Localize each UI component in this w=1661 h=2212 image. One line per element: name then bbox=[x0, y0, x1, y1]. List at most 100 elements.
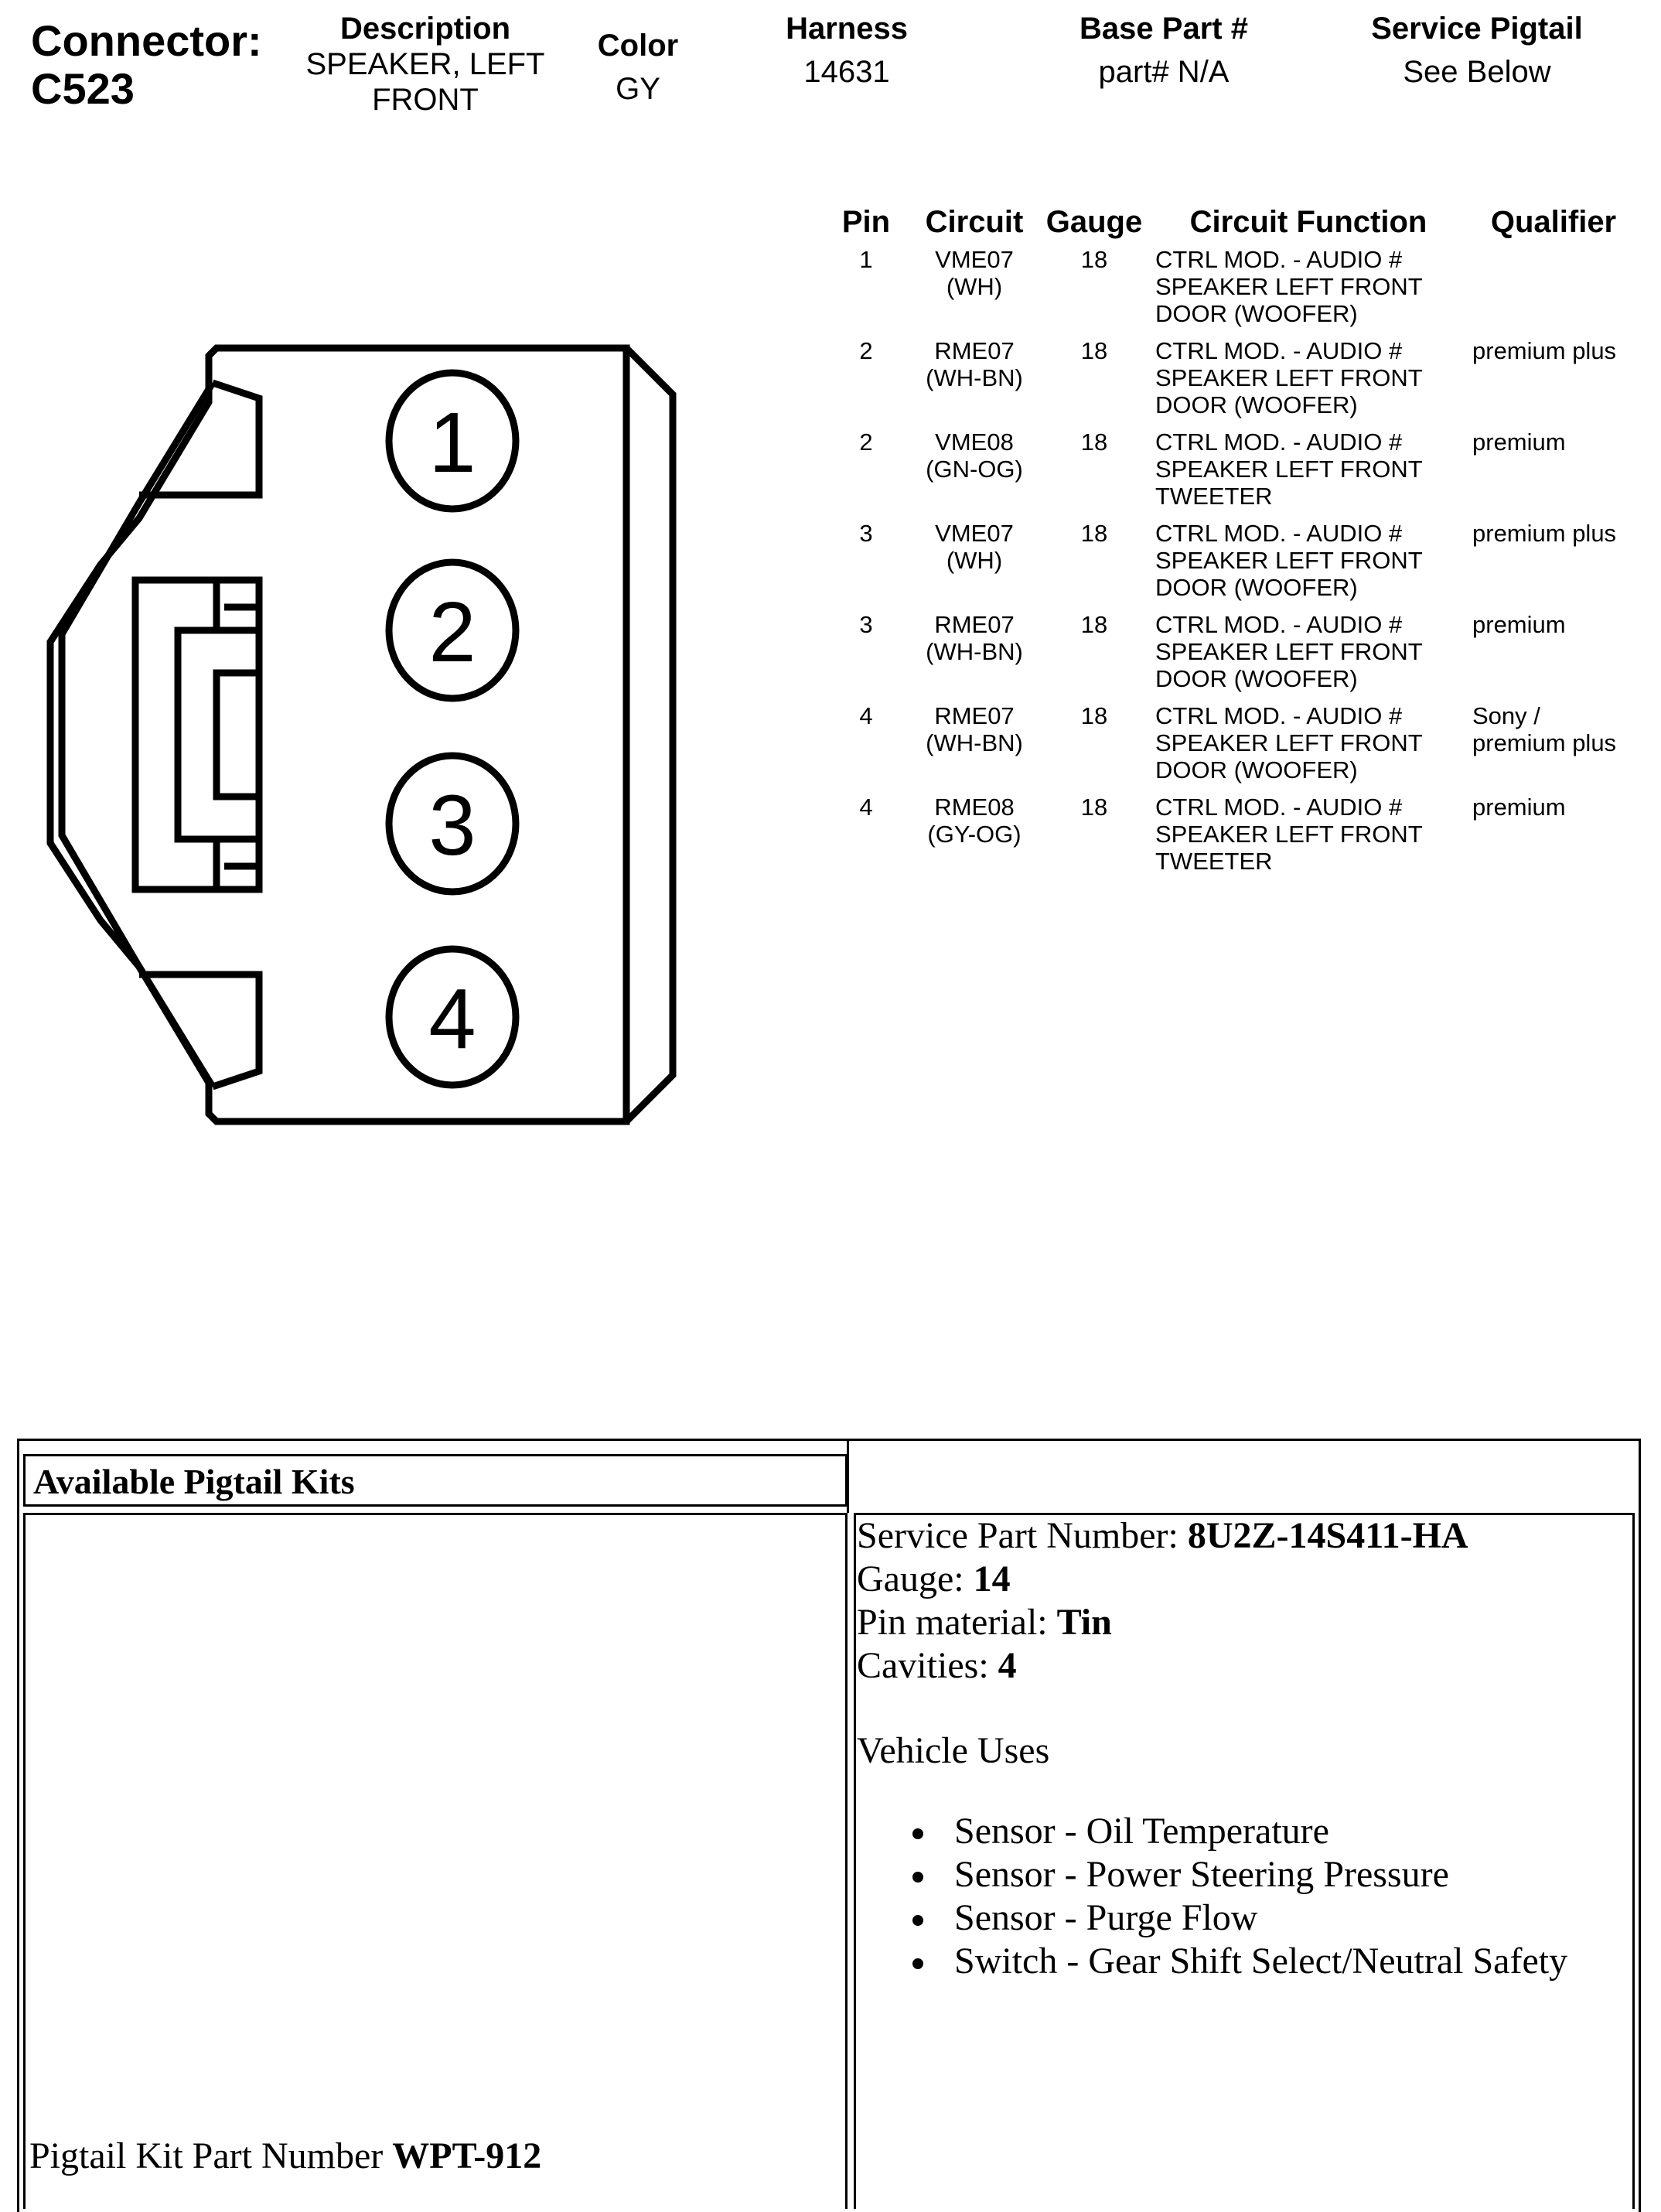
function-line: DOOR (WOOFER) bbox=[1155, 391, 1358, 418]
function-line: CTRL MOD. - AUDIO # bbox=[1155, 246, 1403, 273]
circuit-cell: RME07(WH-BN) bbox=[905, 611, 1044, 702]
color-column: Color GY bbox=[572, 28, 704, 107]
column-header-circuit: Circuit bbox=[925, 205, 1024, 239]
vehicle-use-text: Sensor - Oil Temperature bbox=[954, 1811, 1329, 1852]
pin-number: 3 bbox=[859, 611, 873, 638]
circuit-color: (WH-BN) bbox=[926, 729, 1023, 756]
table-row: 3 RME07(WH-BN) 18 CTRL MOD. - AUDIO #SPE… bbox=[827, 611, 1635, 702]
vehicle-use-text: Sensor - Power Steering Pressure bbox=[954, 1854, 1449, 1895]
pigtail-kits-section bbox=[17, 1439, 1641, 2212]
color-heading: Color bbox=[597, 29, 679, 63]
qualifier-line: premium bbox=[1472, 611, 1566, 638]
gauge-cell: 18 bbox=[1080, 520, 1108, 547]
connector-label: Connector: bbox=[31, 16, 262, 65]
connector-title: Connector: C523 bbox=[31, 17, 262, 113]
cavity-3 bbox=[385, 752, 520, 896]
function-line: DOOR (WOOFER) bbox=[1155, 665, 1358, 692]
base-part-value: part# N/A bbox=[1098, 55, 1230, 89]
base-part-column: Base Part # part# N/A bbox=[1044, 11, 1284, 90]
connector-header: Connector: C523 Description SPEAKER, LEF… bbox=[0, 0, 1661, 147]
pin-number: 2 bbox=[859, 337, 873, 364]
service-pigtail-value: See Below bbox=[1403, 55, 1551, 89]
qualifier-line: premium plus bbox=[1472, 337, 1617, 364]
lower-latch bbox=[136, 964, 263, 1091]
list-item: Sensor - Purge Flow bbox=[912, 1896, 1567, 1940]
pin-number: 2 bbox=[859, 428, 873, 456]
circuit-color: (GN-OG) bbox=[926, 456, 1023, 483]
qualifier-line: premium bbox=[1472, 794, 1566, 821]
gauge-line: Gauge: 14 bbox=[857, 1558, 1567, 1601]
bullet-icon bbox=[912, 1915, 923, 1926]
description-column: Description SPEAKER, LEFT FRONT bbox=[278, 11, 572, 118]
connector-face-diagram: 1 2 3 4 bbox=[46, 344, 677, 1125]
function-line: CTRL MOD. - AUDIO # bbox=[1155, 520, 1403, 547]
vehicle-use-text: Switch - Gear Shift Select/Neutral Safet… bbox=[954, 1941, 1568, 1982]
gauge-cell: 18 bbox=[1080, 794, 1108, 821]
circuit-cell: RME08(GY-OG) bbox=[905, 794, 1044, 885]
description-heading: Description bbox=[339, 12, 511, 46]
qualifier-line: premium plus bbox=[1472, 729, 1617, 756]
service-pigtail-heading: Service Pigtail bbox=[1371, 12, 1583, 46]
pin-number: 3 bbox=[859, 520, 873, 547]
qualifier-cell: premium plus bbox=[1472, 337, 1635, 428]
gauge-cell: 18 bbox=[1080, 246, 1108, 273]
function-line: SPEAKER LEFT FRONT bbox=[1155, 273, 1423, 300]
table-row: 1 VME07(WH) 18 CTRL MOD. - AUDIO #SPEAKE… bbox=[827, 246, 1635, 337]
connector-id: C523 bbox=[31, 64, 135, 113]
circuit-id: VME07 bbox=[935, 246, 1014, 273]
qualifier-line: premium bbox=[1472, 428, 1566, 456]
bullet-icon bbox=[912, 1958, 923, 1969]
function-line: SPEAKER LEFT FRONT bbox=[1155, 821, 1423, 848]
color-value: GY bbox=[616, 72, 660, 106]
table-row: 3 VME07(WH) 18 CTRL MOD. - AUDIO #SPEAKE… bbox=[827, 520, 1635, 611]
service-part-line: Service Part Number: 8U2Z-14S411-HA bbox=[857, 1514, 1567, 1558]
function-line: SPEAKER LEFT FRONT bbox=[1155, 638, 1423, 665]
kit-part-label: Pigtail Kit Part Number bbox=[29, 2135, 384, 2176]
circuit-id: VME07 bbox=[935, 520, 1014, 547]
harness-column: Harness 14631 bbox=[742, 11, 951, 90]
cavities-line: Cavities: 4 bbox=[857, 1644, 1567, 1688]
description-value-line1: SPEAKER, LEFT bbox=[305, 47, 545, 81]
pin-material-line: Pin material: Tin bbox=[857, 1601, 1567, 1644]
harness-value: 14631 bbox=[803, 55, 890, 89]
gauge-value: 14 bbox=[973, 1558, 1011, 1599]
function-line: DOOR (WOOFER) bbox=[1155, 574, 1358, 601]
circuit-id: VME08 bbox=[935, 428, 1014, 456]
pigtail-image-panel bbox=[23, 1513, 848, 2209]
locking-key-inner bbox=[174, 626, 263, 843]
cavity-label-2: 2 bbox=[428, 585, 476, 680]
qualifier-cell: premium plus bbox=[1472, 520, 1635, 611]
service-part-details: Service Part Number: 8U2Z-14S411-HA Gaug… bbox=[857, 1514, 1567, 1983]
function-line: CTRL MOD. - AUDIO # bbox=[1155, 337, 1403, 364]
function-line: CTRL MOD. - AUDIO # bbox=[1155, 794, 1403, 821]
qualifier-cell: premium bbox=[1472, 611, 1635, 702]
locking-key-tick-top bbox=[213, 580, 259, 630]
cavity-1 bbox=[385, 369, 520, 513]
function-line: TWEETER bbox=[1155, 848, 1273, 875]
circuit-cell: VME08(GN-OG) bbox=[905, 428, 1044, 520]
circuit-id: RME07 bbox=[934, 702, 1015, 729]
function-line: DOOR (WOOFER) bbox=[1155, 300, 1358, 327]
pin-number: 4 bbox=[859, 794, 873, 821]
column-header-qualifier: Qualifier bbox=[1490, 205, 1617, 239]
list-item: Switch - Gear Shift Select/Neutral Safet… bbox=[912, 1940, 1568, 1983]
table-row: 4 RME08(GY-OG) 18 CTRL MOD. - AUDIO #SPE… bbox=[827, 794, 1635, 885]
locking-key-outer bbox=[131, 576, 263, 893]
locking-key-tick-bottom bbox=[213, 839, 259, 889]
base-part-heading: Base Part # bbox=[1079, 12, 1248, 46]
locking-key-slot bbox=[213, 669, 263, 800]
pin-material-label: Pin material: bbox=[857, 1602, 1048, 1643]
function-line: CTRL MOD. - AUDIO # bbox=[1155, 611, 1403, 638]
qualifier-cell: premium bbox=[1472, 428, 1635, 520]
function-line: SPEAKER LEFT FRONT bbox=[1155, 547, 1423, 574]
table-row: 4 RME07(WH-BN) 18 CTRL MOD. - AUDIO #SPE… bbox=[827, 702, 1635, 794]
function-line: CTRL MOD. - AUDIO # bbox=[1155, 702, 1403, 729]
circuit-cell: VME07(WH) bbox=[905, 246, 1044, 337]
qualifier-line: Sony / bbox=[1472, 702, 1540, 729]
